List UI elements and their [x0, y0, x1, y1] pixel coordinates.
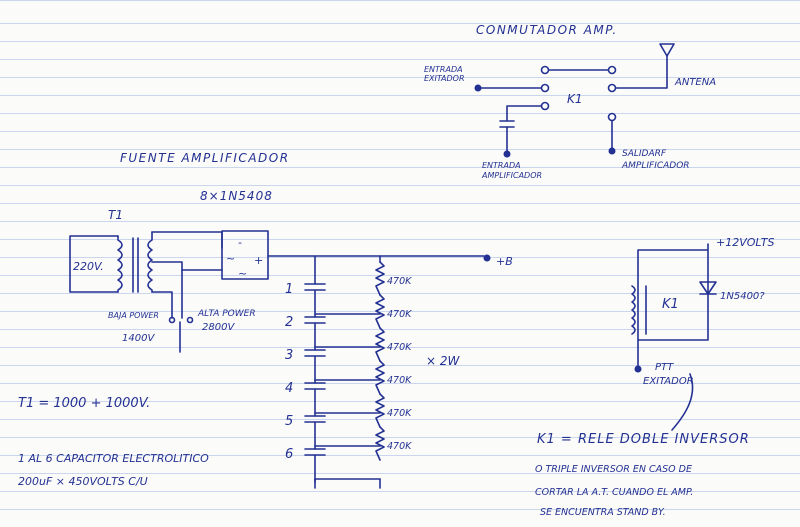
low-power-label-2: 1400V: [122, 333, 155, 344]
resistor-stack: 470K 470K 470K 470K 470K 470K: [375, 261, 412, 461]
power-supply-section: FUENTE AMPLIFICADOR 8×1N5408 T1 220V. -: [69, 151, 513, 489]
electrolytic-capacitor-icon: [304, 283, 326, 291]
protection-diode-icon: [699, 281, 717, 295]
k1-note-1: K1 = RELE DOBLE INVERSOR: [537, 432, 750, 447]
resistor-icon: [375, 294, 385, 329]
capacitor-note-2: 200uF × 450VOLTS C/U: [18, 475, 148, 488]
wire-secondary-tap: [151, 261, 183, 271]
mains-voltage-label: 220V.: [73, 260, 104, 273]
mains-input-wires: [69, 235, 119, 293]
electrolytic-capacitor-icon: [304, 316, 326, 324]
low-power-label-1: BAJA POWER: [108, 311, 159, 320]
t1-note: T1 = 1000 + 1000V.: [18, 396, 150, 411]
electrolytic-capacitor-icon: [304, 415, 326, 423]
resistor-icon: [375, 327, 385, 362]
k1-contact-right-bot: [607, 112, 617, 122]
entrada-amp-label-1: ENTRADA: [482, 161, 521, 170]
capacitor-number: 2: [285, 315, 293, 330]
bridge-ac-2: ~: [238, 267, 247, 280]
ptt-label-1: PTT: [655, 362, 674, 373]
relay-coil-icon: [631, 285, 636, 335]
relay-supply-label: +12VOLTS: [716, 236, 774, 249]
entrada-exitador-label-2: EXITADOR: [424, 74, 465, 83]
k1-contact-left-mid: [540, 83, 550, 93]
wire-secondary-top: [151, 231, 223, 249]
entrada-amp-label-2: AMPLIFICADOR: [481, 171, 542, 180]
wire-antenna: [615, 55, 668, 89]
resistor-value: 470K: [387, 375, 412, 386]
electrolytic-capacitor-icon: [304, 349, 326, 357]
resistor-icon: [375, 360, 385, 395]
switch-terminal-high: [186, 316, 194, 324]
electrolytic-capacitor-icon: [304, 448, 326, 456]
capacitor-number: 1: [285, 282, 293, 297]
ptt-label-2: EXITADOR: [643, 376, 694, 387]
switch-terminal-low: [168, 316, 176, 324]
k1-note-3: CORTAR LA A.T. CUANDO EL AMP.: [535, 487, 693, 498]
bridge-ac-1: ~: [226, 252, 235, 265]
relay-loop-wires: [637, 243, 709, 367]
salida-rf-label-1: SALIDARF: [622, 149, 667, 159]
k1-note-4: SE ENCUENTRA STAND BY.: [540, 507, 666, 518]
transformer-secondary-coil: [147, 231, 153, 293]
ground-return-wire: [314, 478, 381, 489]
ptt-terminal: [634, 365, 642, 373]
capacitor-number: 3: [285, 348, 293, 363]
resistor-value: 470K: [387, 441, 412, 452]
coupling-capacitor-icon: [499, 120, 515, 128]
ptt-pointer-arrow: [671, 373, 694, 431]
salida-rf-terminal: [608, 147, 616, 155]
commutator-title: CONMUTADOR AMP.: [476, 23, 618, 37]
resistor-value: 470K: [387, 408, 412, 419]
transformer-label: T1: [108, 208, 123, 222]
wire-secondary-bottom: [151, 291, 173, 319]
k1-contact-left-top: [540, 65, 550, 75]
resistor-value: 470K: [387, 342, 412, 353]
power-supply-title: FUENTE AMPLIFICADOR: [120, 151, 290, 165]
transformer-core: [132, 237, 139, 293]
diodes-label: 8×1N5408: [200, 189, 273, 203]
antenna-icon: [659, 43, 675, 57]
entrada-exitador-label-1: ENTRADA: [424, 65, 463, 74]
resistor-value: 470K: [387, 309, 412, 320]
relay-label: K1: [662, 297, 679, 312]
transformer-primary-coil: [117, 235, 123, 293]
k1-switch-label: K1: [567, 92, 583, 106]
capacitor-number: 5: [285, 414, 293, 429]
resistor-value: 470K: [387, 276, 412, 287]
capacitor-number: 4: [285, 381, 293, 396]
k1-contact-right-mid: [607, 83, 617, 93]
bridge-minus: -: [238, 236, 242, 249]
resistor-icon: [375, 261, 385, 296]
bridge-plus: +: [254, 254, 263, 267]
k1-contact-right-top: [607, 65, 617, 75]
b-plus-terminal: [483, 254, 491, 262]
capacitor-stack: 1 2 3 4 5 6: [285, 282, 381, 489]
high-power-label-2: 2800V: [202, 322, 235, 333]
salida-rf-label-2: AMPLIFICADOR: [621, 161, 690, 171]
capacitor-number: 6: [285, 447, 293, 462]
k1-contact-left-bot: [540, 101, 550, 111]
k1-note-2: O TRIPLE INVERSOR EN CASO DE: [535, 464, 692, 475]
bridge-rectifier: [221, 230, 269, 280]
diode-label: 1N5400?: [720, 291, 765, 302]
high-power-label-1: ALTA POWER: [197, 309, 256, 319]
antenna-label: ANTENA: [674, 77, 716, 88]
commutator-section: CONMUTADOR AMP. ENTRADA EXITADOR K1 ANTE…: [424, 23, 716, 180]
resistor-icon: [375, 426, 385, 461]
wire-entrada-amp: [506, 105, 542, 121]
relay-drive-section: +12VOLTS K1 1N5400? PTT EXITADOR: [631, 236, 774, 431]
notes-section: T1 = 1000 + 1000V. 1 AL 6 CAPACITOR ELEC…: [18, 396, 750, 518]
b-plus-label: +B: [496, 255, 513, 268]
capacitor-note-1: 1 AL 6 CAPACITOR ELECTROLITICO: [18, 452, 209, 465]
resistor-icon: [375, 393, 385, 428]
entrada-amp-terminal: [503, 150, 511, 158]
electrolytic-capacitor-icon: [304, 382, 326, 390]
resistor-power-note: × 2W: [426, 354, 461, 368]
